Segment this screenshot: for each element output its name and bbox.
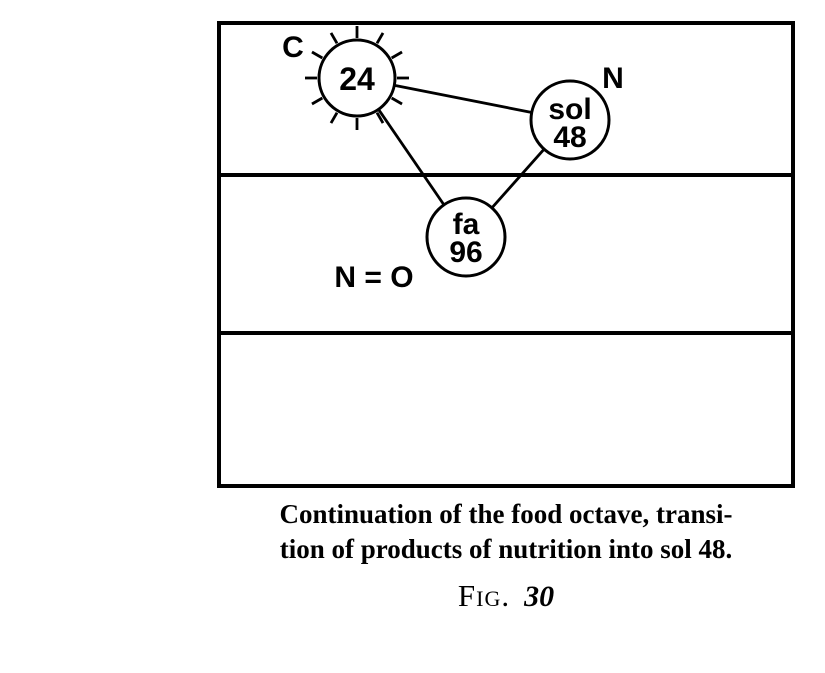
food-octave-diagram: 24 sol 48 fa 96 C N N = O (217, 21, 795, 488)
node-circle-24 (317, 38, 397, 118)
equation-text: N = O (334, 261, 413, 294)
carbon-letter: C (282, 31, 304, 64)
fig-number: 30 (524, 580, 555, 613)
node-fa96-value: 96 (449, 236, 482, 269)
nitrogen-letter: N (602, 62, 624, 95)
node-sol48-value: 48 (553, 121, 586, 154)
node-fa96-syllable: fa (453, 208, 480, 241)
node-circle-fa96 (425, 196, 507, 278)
caption-line-1: Continuation of the food octave, transi- (279, 499, 733, 529)
node-24-label: 24 (339, 61, 375, 97)
diagram-frame (217, 21, 795, 488)
fig-label: Fig. (457, 578, 511, 613)
node-circle-sol48 (529, 79, 611, 161)
figure-number-line: Fig. 30 (217, 578, 795, 620)
caption-line-2: tion of products of nutrition into sol 4… (279, 534, 733, 564)
sun-rays-icon (305, 26, 409, 130)
node-sol48-syllable: sol (548, 93, 591, 126)
figure-caption: Continuation of the food octave, transi-… (217, 497, 795, 567)
